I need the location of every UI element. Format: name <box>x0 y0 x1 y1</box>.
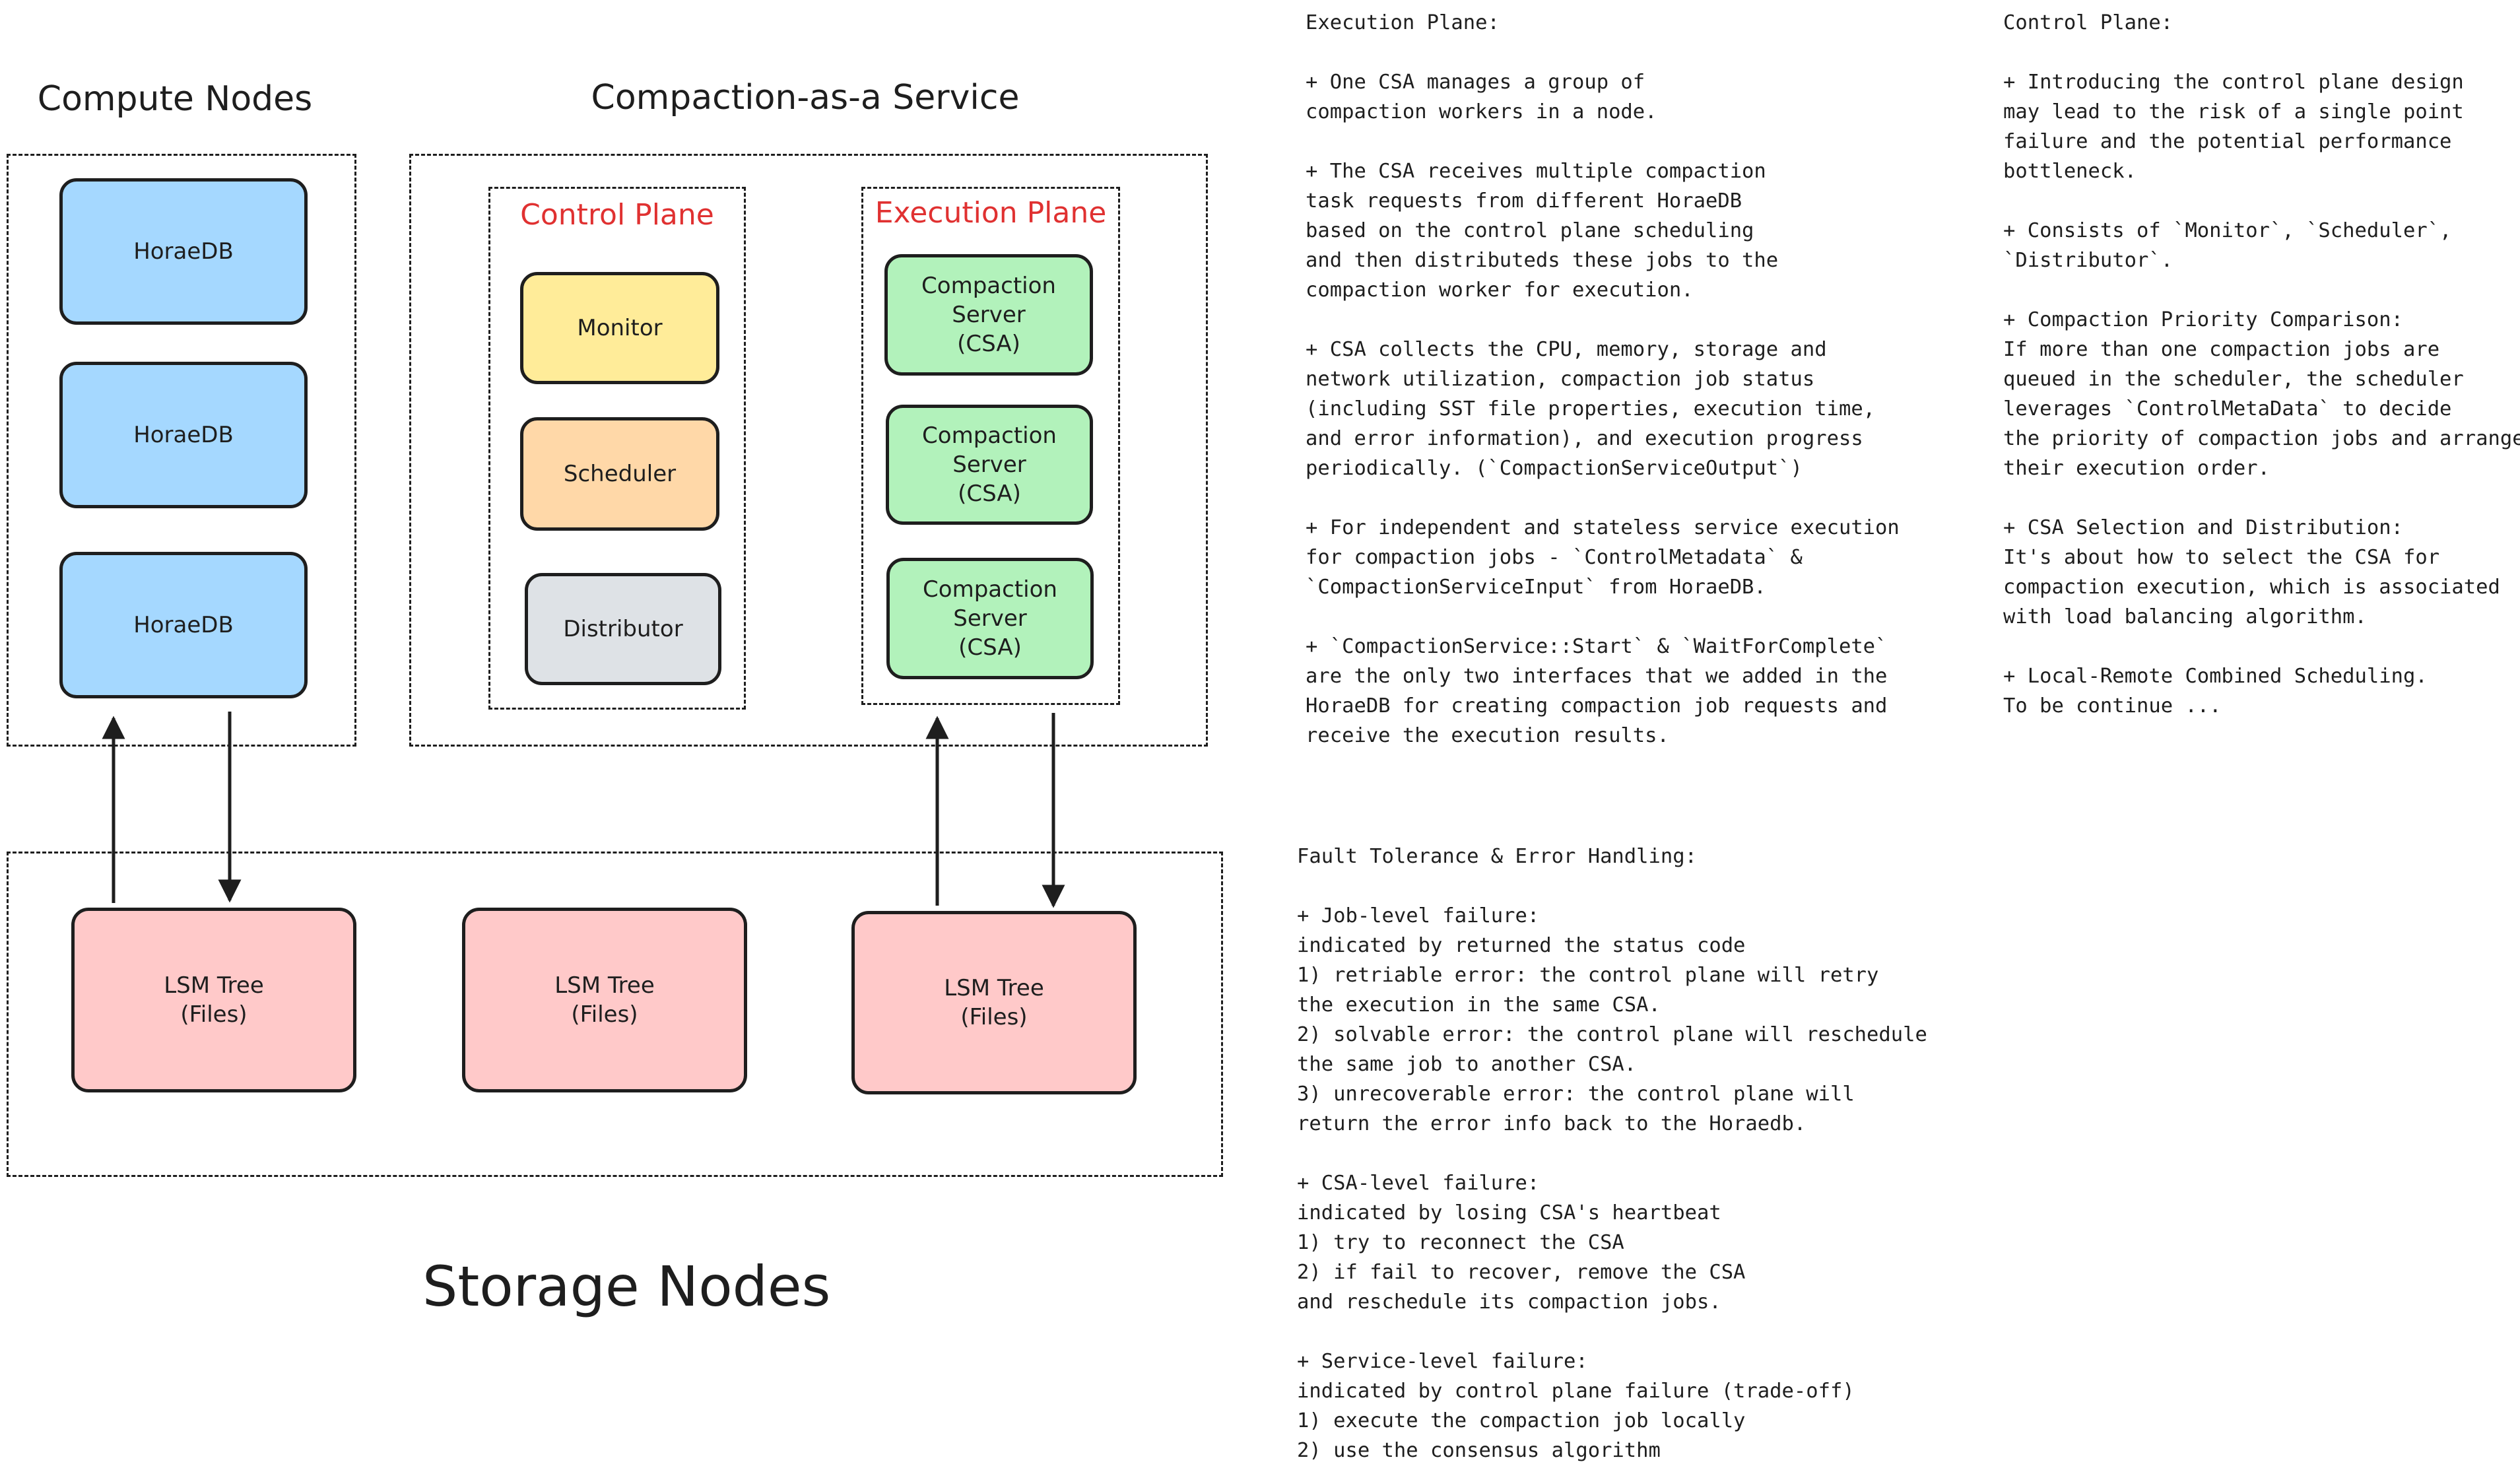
execution-plane-notes: Execution Plane: + One CSA manages a gro… <box>1306 11 1900 747</box>
distributor-component[interactable]: Distributor <box>525 573 721 685</box>
storage-nodes-title: Storage Nodes <box>422 1254 831 1319</box>
compute-node-horaedb[interactable]: HoraeDB <box>59 362 308 508</box>
storage-nodes-container <box>7 852 1223 1177</box>
storage-node-lsm-tree[interactable]: LSM Tree (Files) <box>851 911 1137 1094</box>
storage-node-lsm-tree[interactable]: LSM Tree (Files) <box>462 908 747 1092</box>
scheduler-component[interactable]: Scheduler <box>520 417 719 531</box>
caas-container <box>409 154 1208 747</box>
compaction-server-csa[interactable]: Compaction Server (CSA) <box>886 405 1093 525</box>
control-plane-container <box>488 187 746 710</box>
compaction-server-csa[interactable]: Compaction Server (CSA) <box>886 558 1094 679</box>
storage-node-lsm-tree[interactable]: LSM Tree (Files) <box>71 908 356 1092</box>
control-plane-notes: Control Plane: + Introducing the control… <box>2003 11 2520 718</box>
compute-node-horaedb[interactable]: HoraeDB <box>59 552 308 698</box>
compute-node-horaedb[interactable]: HoraeDB <box>59 178 308 325</box>
compaction-server-csa[interactable]: Compaction Server (CSA) <box>884 254 1093 376</box>
caas-title: Compaction-as-a Service <box>591 78 1020 117</box>
fault-tolerance-notes: Fault Tolerance & Error Handling: + Job-… <box>1297 845 1927 1462</box>
execution-plane-title: Execution Plane <box>875 196 1107 230</box>
compute-nodes-container <box>7 154 356 747</box>
compute-nodes-title: Compute Nodes <box>37 79 313 119</box>
execution-plane-container <box>861 187 1120 705</box>
control-plane-title: Control Plane <box>520 198 714 232</box>
monitor-component[interactable]: Monitor <box>520 272 719 384</box>
